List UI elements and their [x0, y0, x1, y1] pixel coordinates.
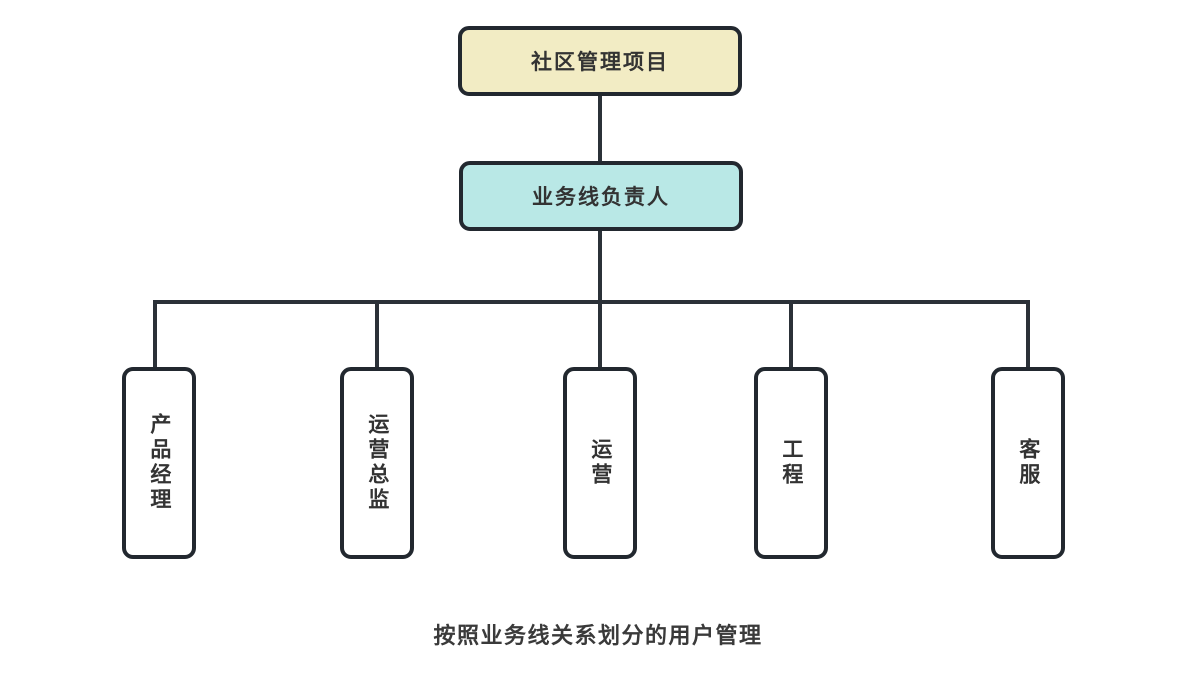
- connector-drop-2: [375, 300, 379, 368]
- node-leaf-engineering[interactable]: 工程: [754, 367, 828, 559]
- node-root-project[interactable]: 社区管理项目: [458, 26, 742, 96]
- diagram-caption: 按照业务线关系划分的用户管理: [433, 624, 763, 649]
- node-leaf-label-1: 产品经理: [147, 413, 172, 513]
- connector-drop-1: [153, 300, 157, 368]
- node-leaf-product-manager[interactable]: 产品经理: [122, 367, 196, 559]
- connector-drop-3: [598, 300, 602, 368]
- node-leaf-label-2: 运营总监: [365, 413, 390, 513]
- node-leaf-operations-director[interactable]: 运营总监: [340, 367, 414, 559]
- node-leaf-label-5: 客服: [1016, 438, 1041, 488]
- connector-owner-to-bus: [598, 231, 602, 304]
- connector-root-to-owner: [598, 96, 602, 162]
- connector-drop-5: [1026, 300, 1030, 368]
- node-owner-business-line[interactable]: 业务线负责人: [459, 161, 743, 231]
- node-leaf-label-4: 工程: [779, 438, 804, 488]
- node-owner-label: 业务线负责人: [532, 185, 670, 209]
- node-leaf-operations[interactable]: 运营: [563, 367, 637, 559]
- node-root-label: 社区管理项目: [531, 50, 669, 74]
- node-leaf-label-3: 运营: [588, 438, 613, 488]
- node-leaf-customer-service[interactable]: 客服: [991, 367, 1065, 559]
- connector-drop-4: [789, 300, 793, 368]
- connector-horizontal-bus: [153, 300, 1030, 304]
